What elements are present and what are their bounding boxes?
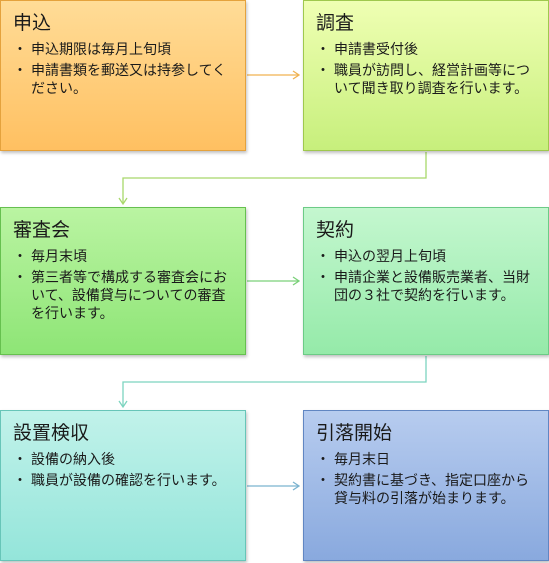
step-installation-inspection-box: 設置検収 設備の納入後 職員が設備の確認を行います。 — [0, 410, 246, 561]
step-application-box: 申込 申込期限は毎月上旬頃 申請書類を郵送又は持参してください。 — [0, 0, 246, 151]
detail-item: 設備の納入後 — [13, 451, 235, 469]
detail-item: 申請企業と設備販売業者、当財団の３社で契約を行います。 — [316, 269, 538, 305]
step-title: 調査 — [316, 12, 355, 34]
step-review-meeting-box: 審査会 毎月末頃 第三者等で構成する審査会において、設備貸与についての審査を行い… — [0, 207, 246, 355]
step-details: 申込期限は毎月上旬頃 申請書類を郵送又は持参してください。 — [13, 41, 235, 98]
step-details: 設備の納入後 職員が設備の確認を行います。 — [13, 451, 235, 490]
detail-item: 申請書受付後 — [316, 41, 538, 59]
detail-item: 申込の翌月上旬頃 — [316, 248, 538, 266]
arrow-2-to-3 — [118, 152, 427, 206]
step-title: 契約 — [316, 219, 355, 241]
detail-item: 申請書類を郵送又は持参してください。 — [13, 62, 235, 98]
step-investigation-box: 調査 申請書受付後 職員が訪問し、経営計画等について聞き取り調査を行います。 — [303, 0, 549, 151]
arrow-1-to-2 — [247, 70, 301, 80]
step-details: 毎月末日 契約書に基づき、指定口座から貸与料の引落が始まります。 — [316, 451, 538, 508]
step-details: 申込の翌月上旬頃 申請企業と設備販売業者、当財団の３社で契約を行います。 — [316, 248, 538, 305]
detail-item: 毎月末頃 — [13, 248, 235, 266]
arrow-5-to-6 — [247, 481, 301, 491]
detail-item: 契約書に基づき、指定口座から貸与料の引落が始まります。 — [316, 472, 538, 508]
arrow-3-to-4 — [247, 276, 301, 286]
step-details: 毎月末頃 第三者等で構成する審査会において、設備貸与についての審査を行います。 — [13, 248, 235, 323]
arrow-4-to-5 — [118, 356, 427, 409]
step-title: 設置検収 — [13, 422, 90, 444]
step-title: 申込 — [13, 12, 52, 34]
step-title: 引落開始 — [316, 422, 393, 444]
detail-item: 職員が訪問し、経営計画等について聞き取り調査を行います。 — [316, 62, 538, 98]
detail-item: 第三者等で構成する審査会において、設備貸与についての審査を行います。 — [13, 269, 235, 323]
step-details: 申請書受付後 職員が訪問し、経営計画等について聞き取り調査を行います。 — [316, 41, 538, 98]
step-title: 審査会 — [13, 219, 71, 241]
detail-item: 職員が設備の確認を行います。 — [13, 472, 235, 490]
detail-item: 申込期限は毎月上旬頃 — [13, 41, 235, 59]
step-contract-box: 契約 申込の翌月上旬頃 申請企業と設備販売業者、当財団の３社で契約を行います。 — [303, 207, 549, 355]
step-debit-start-box: 引落開始 毎月末日 契約書に基づき、指定口座から貸与料の引落が始まります。 — [303, 410, 549, 561]
detail-item: 毎月末日 — [316, 451, 538, 469]
